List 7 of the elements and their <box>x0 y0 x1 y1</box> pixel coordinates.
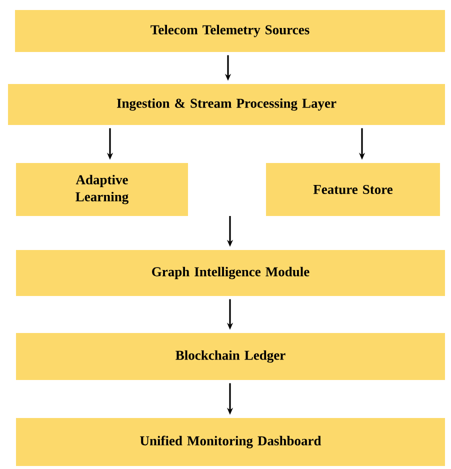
process-box: Blockchain Ledger <box>16 333 445 380</box>
process-box: Graph Intelligence Module <box>16 250 445 296</box>
process-box: Ingestion & Stream Processing Layer <box>8 84 445 125</box>
process-box: Unified Monitoring Dashboard <box>16 418 445 466</box>
process-box: Adaptive Learning <box>16 163 188 216</box>
process-box: Telecom Telemetry Sources <box>15 10 445 52</box>
process-box: Feature Store <box>266 163 440 216</box>
